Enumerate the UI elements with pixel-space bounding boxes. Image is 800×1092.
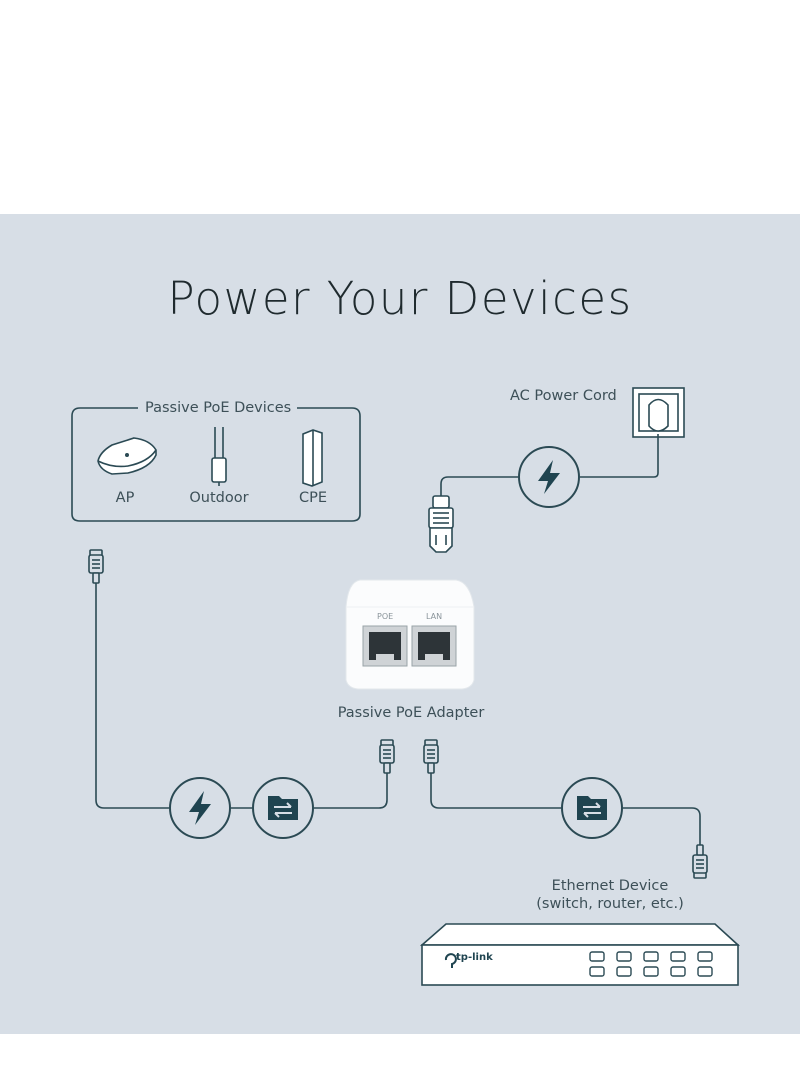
ac-power-cord-label: AC Power Cord bbox=[510, 388, 617, 404]
rj45-connector-icon bbox=[423, 739, 439, 774]
iec-plug-icon bbox=[428, 495, 454, 553]
poe-adapter bbox=[345, 579, 475, 690]
devices-group-box bbox=[71, 407, 361, 522]
poe-power-bolt-icon bbox=[169, 777, 231, 839]
port-label-lan: LAN bbox=[426, 612, 443, 621]
cpe-icon bbox=[302, 429, 323, 487]
page-title: Power Your Devices bbox=[167, 272, 633, 325]
ethernet-device-sublabel: (switch, router, etc.) bbox=[536, 896, 684, 912]
port-label-poe: POE bbox=[377, 612, 394, 621]
ethernet-device-label: Ethernet Device bbox=[551, 878, 669, 894]
outdoor-ap-icon bbox=[211, 427, 227, 486]
rj45-connector-icon bbox=[379, 739, 395, 774]
adapter-label: Passive PoE Adapter bbox=[337, 705, 485, 721]
poe-data-transfer-icon bbox=[252, 777, 314, 839]
rj45-connector-icon bbox=[692, 844, 708, 879]
device-label-cpe: CPE bbox=[298, 490, 328, 506]
switch-brand-logo: tp-link bbox=[456, 952, 493, 963]
rj45-connector-icon bbox=[88, 549, 104, 584]
devices-group-label: Passive PoE Devices bbox=[139, 399, 298, 418]
wall-socket-icon bbox=[632, 387, 685, 450]
ac-cord bbox=[440, 450, 659, 496]
device-label-ap: AP bbox=[115, 490, 135, 506]
ethernet-switch bbox=[419, 923, 741, 986]
lan-cable bbox=[430, 773, 701, 846]
ap-icon bbox=[97, 437, 157, 475]
ac-power-bolt-icon bbox=[518, 446, 580, 508]
device-label-outdoor: Outdoor bbox=[189, 490, 249, 506]
poe-cable bbox=[95, 582, 388, 809]
lan-data-transfer-icon bbox=[561, 777, 623, 839]
